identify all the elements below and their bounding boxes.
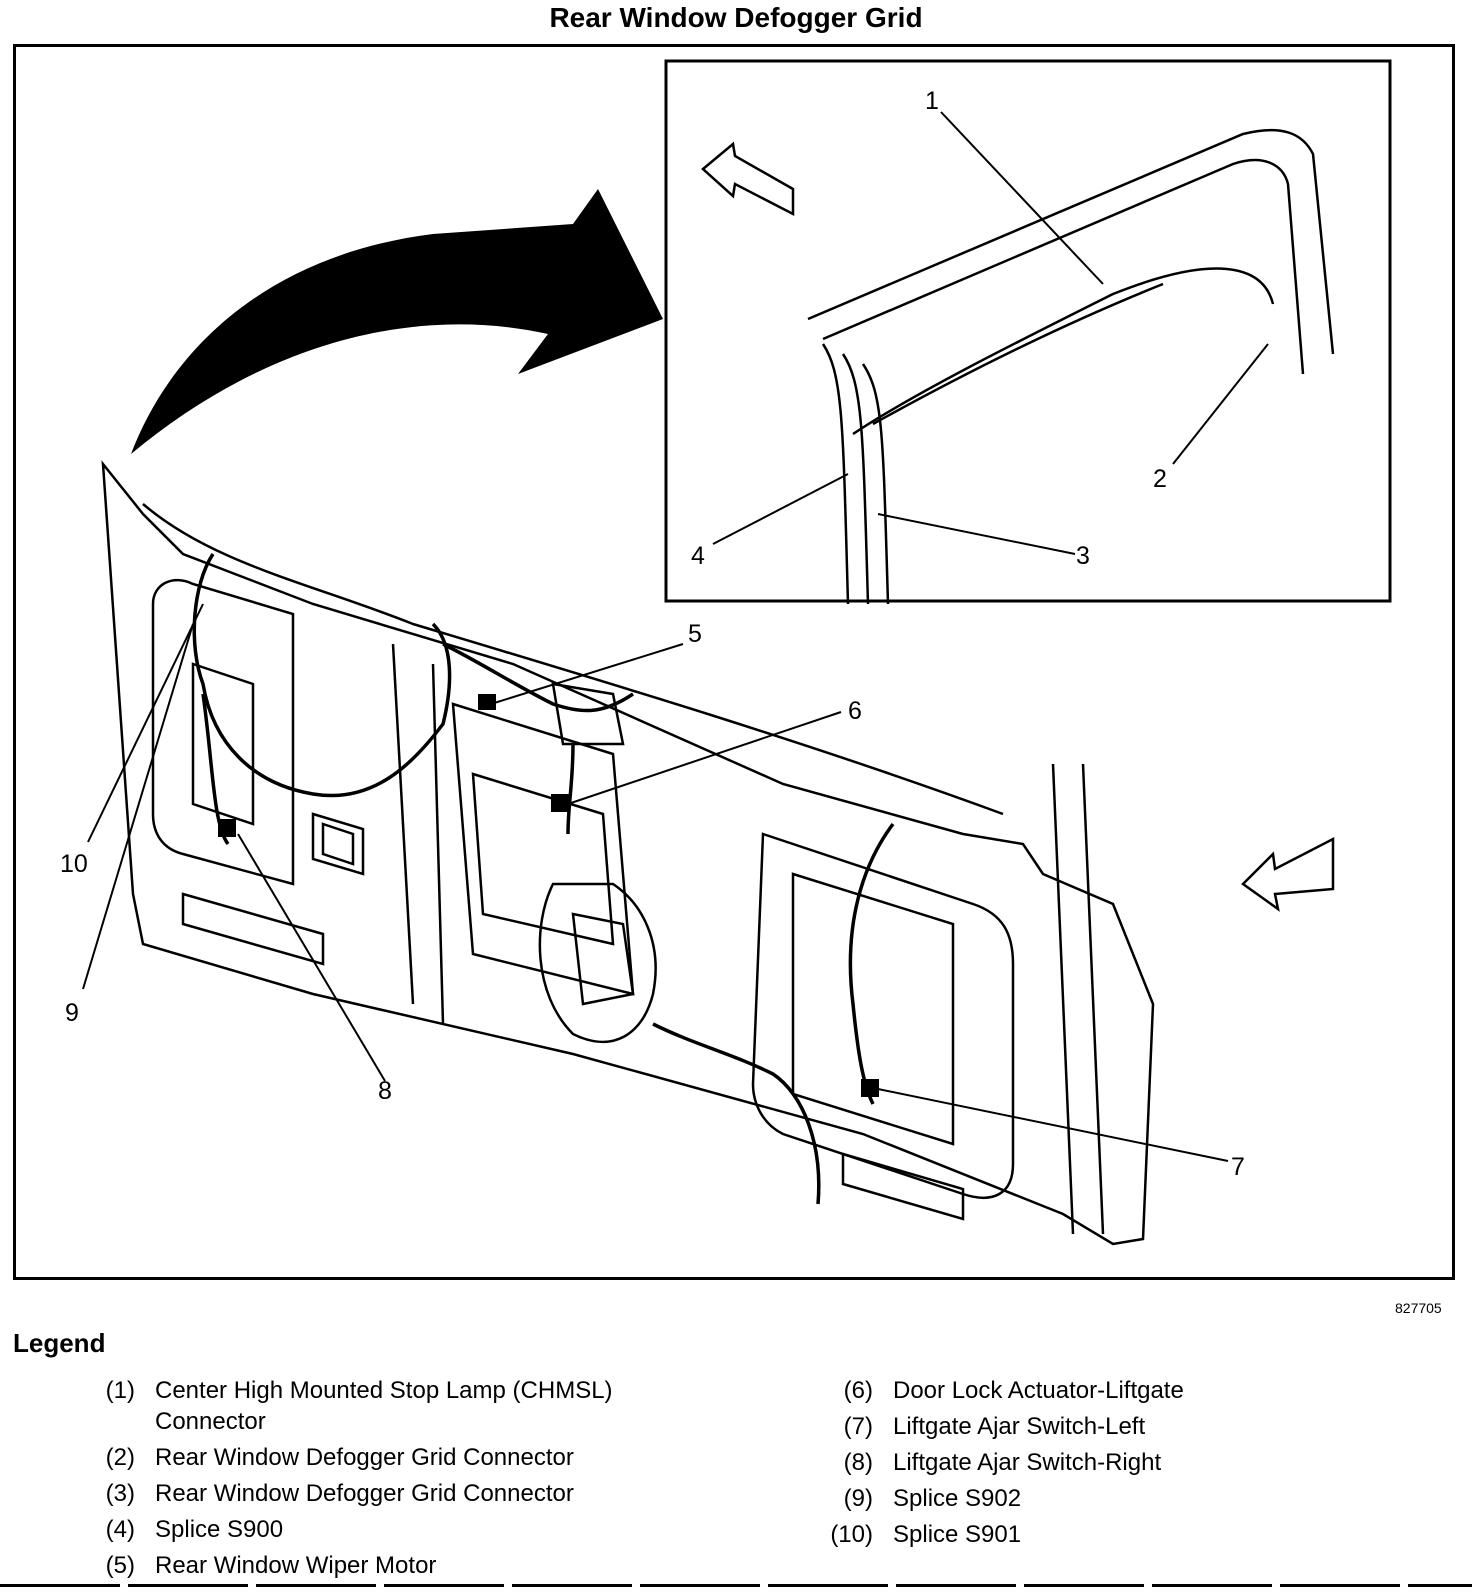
callout-7: 7 xyxy=(1231,1153,1245,1181)
legend-item: (10) Splice S901 xyxy=(818,1519,1438,1550)
figure-id: 827705 xyxy=(1395,1300,1442,1316)
callout-labels: 1 2 3 4 5 6 7 8 9 10 xyxy=(60,87,1245,1181)
legend-item: (3) Rear Window Defogger Grid Connector xyxy=(80,1478,720,1509)
wiring-harness xyxy=(192,553,895,1205)
legend-text: Door Lock Actuator-Liftgate xyxy=(893,1377,1184,1404)
legend-num: (9) xyxy=(843,1485,873,1512)
legend-text: Splice S900 xyxy=(155,1516,284,1543)
leader-lines xyxy=(82,111,1269,1162)
liftgate-diagram: 1 2 3 4 5 6 7 8 9 10 xyxy=(13,44,1455,1280)
legend-item: (4) Splice S900 xyxy=(80,1514,720,1545)
callout-6: 6 xyxy=(848,697,862,725)
legend-text: Rear Window Defogger Grid Connector xyxy=(155,1444,574,1471)
callout-8: 8 xyxy=(378,1077,392,1105)
legend-num: (7) xyxy=(843,1413,873,1440)
callout-2: 2 xyxy=(1153,465,1167,493)
legend-item: (5) Rear Window Wiper Motor xyxy=(80,1550,720,1581)
wiper-motor-connector xyxy=(478,694,496,710)
legend-num: (1) xyxy=(105,1377,135,1404)
door-lock-connector xyxy=(551,794,569,812)
legend-num: (3) xyxy=(105,1480,135,1507)
callout-9: 9 xyxy=(65,999,79,1027)
legend-num: (8) xyxy=(843,1449,873,1476)
diagram-title: Rear Window Defogger Grid xyxy=(549,2,923,33)
ajar-switch-left-connector xyxy=(861,1079,879,1097)
callout-3: 3 xyxy=(1076,542,1090,570)
callout-10: 10 xyxy=(60,850,88,878)
legend-num: (4) xyxy=(105,1516,135,1543)
legend-item: (7) Liftgate Ajar Switch-Left xyxy=(818,1411,1438,1442)
legend-text: Liftgate Ajar Switch-Left xyxy=(893,1413,1146,1440)
bottom-rule xyxy=(0,1584,1472,1587)
legend-text: Rear Window Defogger Grid Connector xyxy=(155,1480,574,1507)
legend-text: Splice S901 xyxy=(893,1521,1022,1548)
legend-num: (10) xyxy=(830,1521,873,1548)
legend-item: (2) Rear Window Defogger Grid Connector xyxy=(80,1442,720,1473)
legend-heading: Legend xyxy=(13,1328,106,1358)
legend-num: (6) xyxy=(843,1377,873,1404)
legend-item: (9) Splice S902 xyxy=(818,1483,1438,1514)
callout-4: 4 xyxy=(691,542,705,570)
legend-text: Splice S902 xyxy=(893,1485,1022,1512)
direction-arrow-rear xyxy=(701,141,795,217)
legend-text: Liftgate Ajar Switch-Right xyxy=(893,1449,1162,1476)
detail-arrow xyxy=(131,189,663,454)
legend-num: (2) xyxy=(105,1444,135,1471)
legend-num: (5) xyxy=(105,1552,135,1579)
legend-item: (6) Door Lock Actuator-Liftgate xyxy=(818,1375,1438,1406)
connectors xyxy=(218,694,879,1097)
legend-item: (8) Liftgate Ajar Switch-Right xyxy=(818,1447,1438,1478)
callout-1: 1 xyxy=(925,87,939,115)
ajar-switch-right-connector xyxy=(218,819,236,837)
direction-arrow-front xyxy=(1241,836,1335,912)
legend-text: Rear Window Wiper Motor xyxy=(155,1552,437,1579)
legend-list-left: (1) Center High Mounted Stop Lamp (CHMSL)… xyxy=(80,1375,720,1586)
legend-list-right: (6) Door Lock Actuator-Liftgate (7) Liftga… xyxy=(818,1375,1438,1555)
legend-text: Center High Mounted Stop Lamp (CHMSL) Co… xyxy=(155,1377,613,1435)
liftgate-panel xyxy=(101,460,1155,1246)
legend-item: (1) Center High Mounted Stop Lamp (CHMSL)… xyxy=(80,1375,720,1437)
inset-detail xyxy=(664,59,1392,605)
callout-5: 5 xyxy=(688,620,702,648)
